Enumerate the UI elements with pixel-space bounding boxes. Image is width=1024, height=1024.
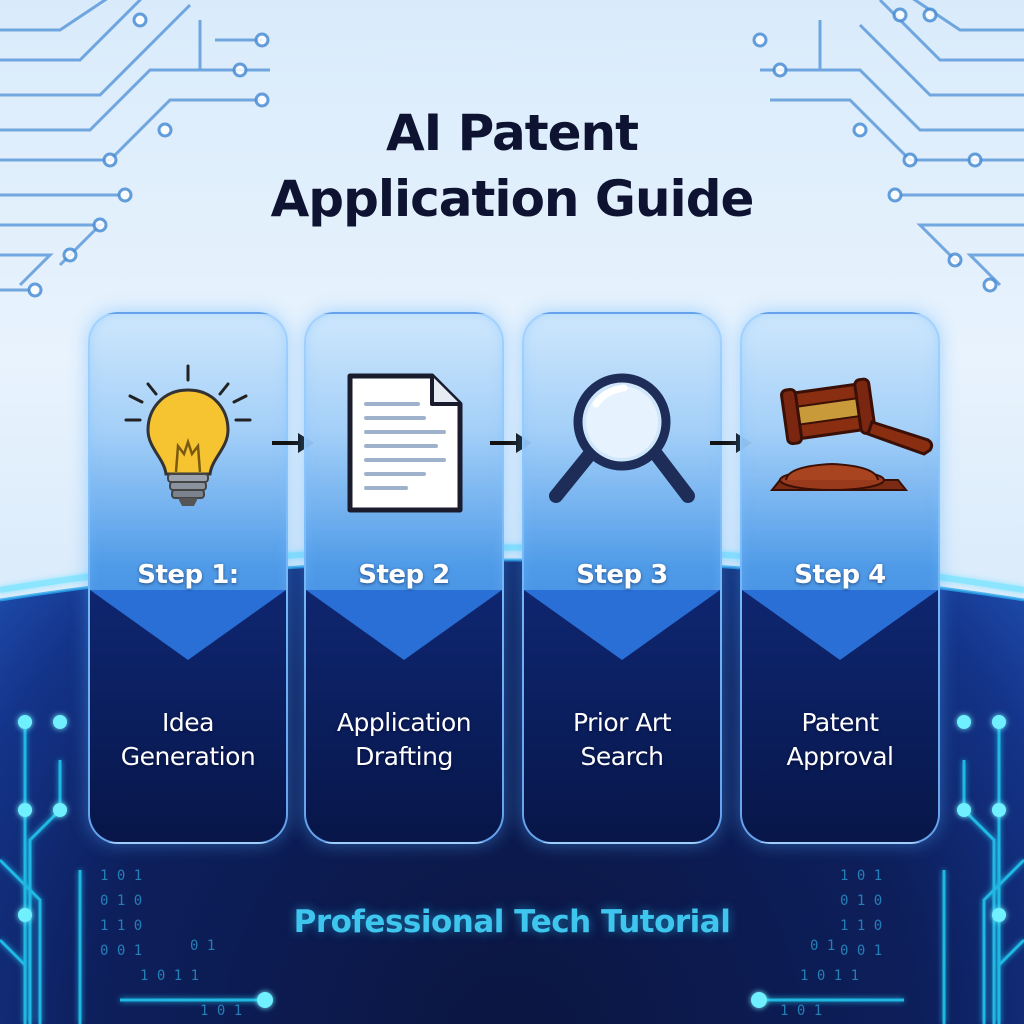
step-card-2: Step 2 Application Drafting <box>304 312 504 844</box>
svg-text:0 1: 0 1 <box>190 938 215 954</box>
title-line-2: Application Guide <box>270 170 755 228</box>
svg-text:1 0 1 1: 1 0 1 1 <box>140 968 199 984</box>
gavel-icon <box>769 377 934 491</box>
svg-text:0 0 1: 0 0 1 <box>840 943 882 959</box>
svg-text:1 0 1: 1 0 1 <box>840 868 882 884</box>
step-label: Step 3 <box>576 560 668 590</box>
svg-text:0 0 1: 0 0 1 <box>100 943 142 959</box>
step-name: Prior Art Search <box>572 708 672 771</box>
svg-text:0 1: 0 1 <box>810 938 835 954</box>
svg-text:1 0 1: 1 0 1 <box>200 1003 242 1019</box>
svg-text:1 1 0: 1 1 0 <box>100 918 142 934</box>
step-name: Patent Approval <box>786 708 894 771</box>
svg-text:1 0 1: 1 0 1 <box>100 868 142 884</box>
step-card-4: Step 4 Patent Approval <box>740 312 940 844</box>
magnifying-glass-icon <box>549 373 695 503</box>
svg-text:0 1 0: 0 1 0 <box>840 893 882 909</box>
step-card-3: Step 3 Prior Art Search <box>522 312 722 844</box>
svg-text:0 1 0: 0 1 0 <box>100 893 142 909</box>
page-title: AI Patent Application Guide <box>0 100 1024 232</box>
footer-tagline: Professional Tech Tutorial <box>293 904 731 940</box>
document-icon <box>347 373 463 513</box>
step-label: Step 1: <box>137 560 239 590</box>
step-label: Step 4 <box>794 560 886 590</box>
lightbulb-icon <box>124 364 252 506</box>
svg-text:1 1 0: 1 1 0 <box>840 918 882 934</box>
svg-text:1 0 1: 1 0 1 <box>780 1003 822 1019</box>
svg-text:1 0 1 1: 1 0 1 1 <box>800 968 859 984</box>
step-name: Application Drafting <box>336 708 472 771</box>
title-line-1: AI Patent <box>385 104 639 162</box>
step-label: Step 2 <box>358 560 450 590</box>
step-name: Idea Generation <box>120 708 256 771</box>
step-card-1: Step 1: Idea Generation <box>88 312 288 844</box>
